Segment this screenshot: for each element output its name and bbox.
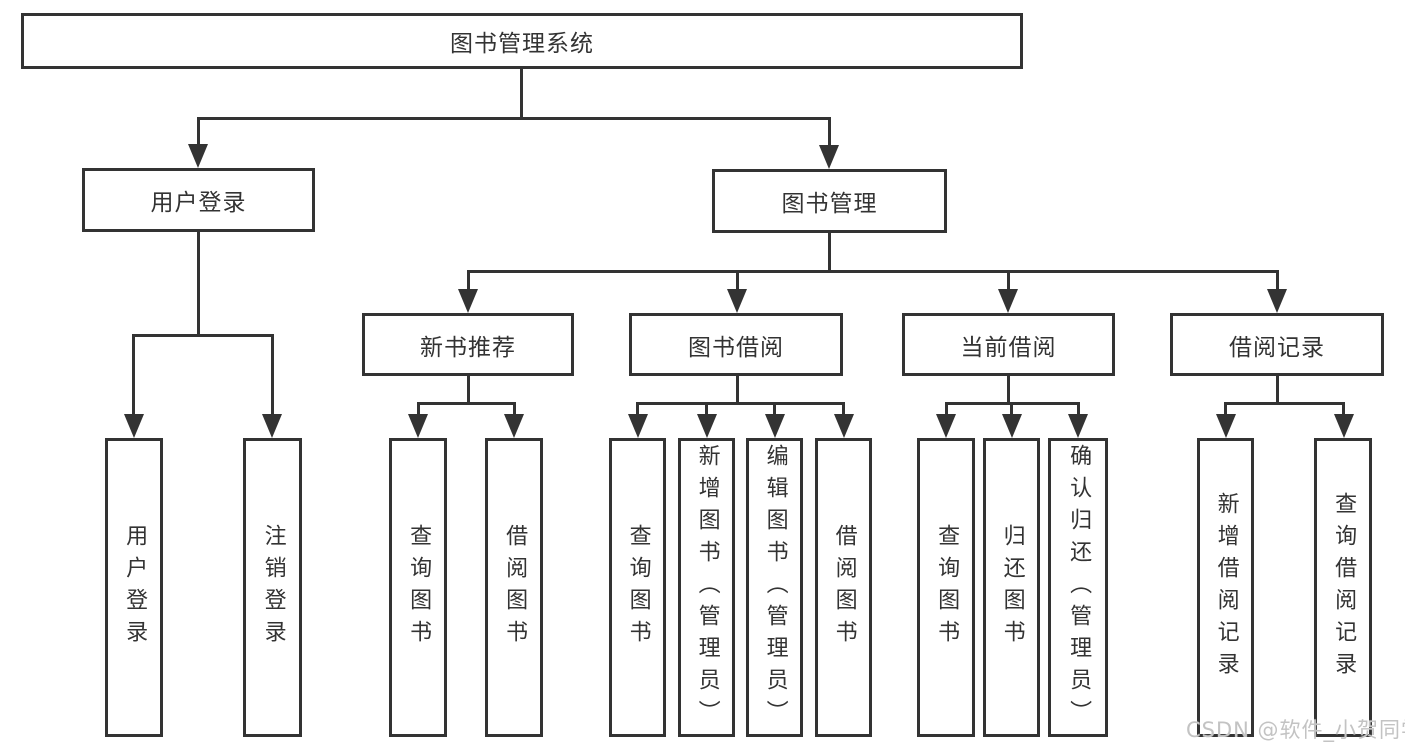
connector-line	[467, 376, 470, 405]
arrow-down-icon	[727, 289, 747, 313]
node-label: 图书借阅	[688, 334, 784, 361]
leaf-borrow-books-recommend: 借阅图书	[485, 438, 543, 737]
node-label: 编辑图书（管理员）	[762, 443, 788, 732]
arrow-down-icon	[408, 414, 428, 438]
connector-line	[1007, 270, 1010, 293]
watermark: CSDN @软件_小贺同学	[1186, 718, 1405, 742]
connector-line	[736, 376, 739, 405]
connector-line	[828, 233, 831, 272]
node-new-book-recommend: 新书推荐	[362, 313, 574, 376]
connector-line	[705, 402, 708, 416]
connector-line	[1224, 402, 1227, 416]
arrow-down-icon	[628, 414, 648, 438]
node-user-login: 用户登录	[82, 168, 315, 232]
node-label: 借阅图书	[831, 523, 857, 652]
connector-line	[1077, 402, 1080, 416]
connector-line	[132, 334, 274, 337]
node-label: 查询图书	[625, 523, 651, 652]
leaf-logout: 注销登录	[243, 438, 302, 737]
leaf-borrow-books-borrow: 借阅图书	[815, 438, 872, 737]
arrow-down-icon	[124, 414, 144, 438]
node-label: 新增图书（管理员）	[694, 443, 720, 732]
leaf-add-borrow-record: 新增借阅记录	[1197, 438, 1254, 737]
arrow-down-icon	[765, 414, 785, 438]
leaf-return-book: 归还图书	[983, 438, 1040, 737]
node-current-borrow: 当前借阅	[902, 313, 1115, 376]
arrow-down-icon	[834, 414, 854, 438]
arrow-down-icon	[819, 145, 839, 169]
node-label: 确认归还（管理员）	[1066, 443, 1092, 732]
connector-line	[271, 334, 274, 416]
leaf-add-book-admin: 新增图书（管理员）	[678, 438, 735, 737]
connector-line	[1276, 376, 1279, 405]
arrow-down-icon	[697, 414, 717, 438]
arrow-down-icon	[998, 289, 1018, 313]
arrow-down-icon	[936, 414, 956, 438]
node-root: 图书管理系统	[21, 13, 1023, 69]
node-book-borrow: 图书借阅	[629, 313, 843, 376]
connector-line	[773, 402, 776, 416]
connector-line	[1010, 402, 1013, 416]
leaf-query-borrow-record: 查询借阅记录	[1314, 438, 1372, 737]
connector-line	[520, 69, 523, 119]
node-label: 新书推荐	[420, 334, 516, 361]
leaf-query-books-recommend: 查询图书	[389, 438, 447, 737]
node-label: 借阅记录	[1229, 334, 1325, 361]
node-borrow-records: 借阅记录	[1170, 313, 1384, 376]
connector-line	[736, 270, 739, 293]
leaf-query-books-current: 查询图书	[917, 438, 975, 737]
node-label: 查询借阅记录	[1331, 491, 1357, 684]
connector-line	[417, 402, 516, 405]
node-label: 当前借阅	[960, 334, 1057, 361]
arrow-down-icon	[1216, 414, 1236, 438]
connector-line	[513, 402, 516, 416]
arrow-down-icon	[1002, 414, 1022, 438]
connector-line	[1224, 402, 1345, 405]
node-label: 用户登录	[150, 190, 247, 216]
leaf-query-books-borrow: 查询图书	[609, 438, 666, 737]
arrow-down-icon	[1068, 414, 1088, 438]
connector-line	[467, 270, 470, 293]
node-book-management: 图书管理	[712, 169, 947, 233]
node-label: 用户登录	[122, 523, 148, 652]
connector-line	[197, 232, 200, 336]
node-label: 借阅图书	[502, 523, 528, 652]
leaf-edit-book-admin: 编辑图书（管理员）	[746, 438, 803, 737]
node-label: 查询图书	[934, 523, 960, 652]
node-label: 图书管理	[781, 191, 878, 217]
leaf-user-login: 用户登录	[105, 438, 163, 737]
node-label: 注销登录	[260, 523, 286, 652]
arrow-down-icon	[458, 289, 478, 313]
connector-line	[1007, 376, 1010, 405]
connector-line	[1276, 270, 1279, 293]
connector-line	[197, 117, 200, 147]
connector-line	[1342, 402, 1345, 416]
connector-line	[945, 402, 948, 416]
connector-line	[197, 117, 831, 120]
arrow-down-icon	[1267, 289, 1287, 313]
connector-line	[842, 402, 845, 416]
connector-line	[132, 334, 135, 416]
connector-line	[636, 402, 639, 416]
connector-line	[417, 402, 420, 416]
arrow-down-icon	[504, 414, 524, 438]
arrow-down-icon	[1334, 414, 1354, 438]
arrow-down-icon	[262, 414, 282, 438]
connector-line	[467, 270, 1279, 273]
arrow-down-icon	[188, 144, 208, 168]
node-label: 新增借阅记录	[1213, 491, 1239, 684]
node-label: 归还图书	[999, 523, 1025, 652]
leaf-confirm-return-admin: 确认归还（管理员）	[1048, 438, 1108, 737]
node-label: 图书管理系统	[450, 31, 594, 57]
node-label: 查询图书	[406, 523, 432, 652]
connector-line	[828, 117, 831, 147]
connector-line	[636, 402, 845, 405]
